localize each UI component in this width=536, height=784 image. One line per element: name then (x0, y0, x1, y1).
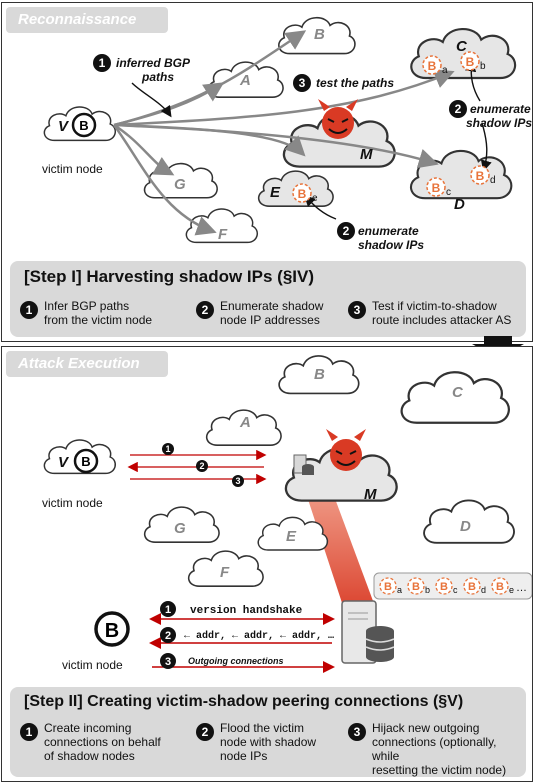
svg-text:B: B (314, 366, 325, 383)
svg-text:d: d (490, 175, 496, 186)
svg-text:…: … (516, 582, 527, 594)
message-version-handshake: version handshake (190, 605, 303, 617)
svg-text:3: 3 (299, 76, 306, 90)
svg-text:e: e (509, 585, 514, 595)
label-cloud-g: G (174, 176, 186, 193)
victim-bitcoin-icon (94, 611, 130, 647)
svg-text:B: B (496, 581, 504, 593)
label-cloud-f: F (218, 226, 228, 243)
svg-text:2: 2 (455, 102, 462, 116)
svg-text:1: 1 (165, 444, 170, 454)
cloud-d (409, 149, 513, 200)
message-addr: ← addr, ← addr, ← addr, … (184, 630, 334, 642)
svg-text:B: B (79, 118, 88, 133)
attacker-devil-icon (318, 99, 358, 139)
svg-text:B: B (466, 55, 475, 69)
svg-text:F: F (220, 564, 230, 581)
shadow-bitcoin-icon (426, 177, 446, 197)
annotation-enumerate-1: enumerate (470, 102, 531, 116)
svg-text:B: B (440, 581, 448, 593)
svg-text:C: C (452, 384, 464, 401)
annotation-enumerate-2: enumerate (358, 224, 419, 238)
svg-text:a: a (442, 65, 448, 76)
svg-text:paths: paths (141, 70, 174, 84)
svg-text:B: B (298, 187, 307, 201)
attack-diagram: B 1 2 3 B C A G E D F V M victim node (42, 355, 532, 673)
label-cloud-v: V (58, 118, 70, 135)
svg-text:B: B (468, 581, 476, 593)
svg-text:B: B (105, 620, 119, 642)
victim-node-label-top: victim node (42, 496, 103, 510)
svg-text:c: c (446, 187, 451, 198)
svg-text:3: 3 (235, 476, 240, 486)
svg-text:2: 2 (343, 224, 350, 238)
svg-text:B: B (428, 59, 437, 73)
svg-text:B: B (432, 181, 441, 195)
svg-text:A: A (239, 414, 251, 431)
attacker-server-icon (341, 600, 395, 664)
label-cloud-b: B (314, 26, 325, 43)
svg-text:1: 1 (165, 604, 171, 616)
label-cloud-c: C (456, 38, 468, 55)
message-outgoing: Outgoing connections (188, 656, 284, 666)
svg-text:e: e (312, 193, 318, 204)
attack-execution-panel: Attack Execution (1, 346, 533, 782)
svg-text:d: d (481, 585, 486, 595)
section-title-reconnaissance: Reconnaissance (6, 7, 168, 33)
svg-text:3: 3 (165, 656, 171, 668)
label-cloud-a: A (239, 72, 251, 89)
annotation-test-paths: test the paths (316, 76, 394, 90)
label-cloud-d: D (454, 196, 465, 213)
label-cloud-m: M (360, 146, 373, 163)
svg-text:G: G (174, 520, 186, 537)
svg-text:B: B (81, 454, 90, 469)
svg-text:2: 2 (199, 461, 204, 471)
reconnaissance-diagram: B B B B B B 1 3 2 2 B A C D E G (42, 16, 532, 252)
svg-text:B: B (412, 581, 420, 593)
victim-node-label: victim node (42, 162, 103, 176)
shadow-bitcoin-icon (422, 55, 442, 75)
svg-text:b: b (425, 585, 430, 595)
reconnaissance-panel: Reconnaissance (1, 2, 533, 342)
svg-text:E: E (286, 528, 297, 545)
shadow-bitcoin-icon (292, 183, 312, 203)
victim-node-label-bottom: victim node (62, 658, 123, 672)
label-cloud-e: E (270, 184, 281, 201)
shadow-bitcoin-icon (460, 51, 480, 71)
section-title-attack-execution: Attack Execution (6, 351, 168, 377)
svg-text:1: 1 (99, 56, 106, 70)
svg-text:D: D (460, 518, 471, 535)
svg-text:a: a (397, 585, 402, 595)
bitcoin-icon (71, 112, 97, 138)
svg-text:2: 2 (165, 630, 171, 642)
step-2-box: [Step II] Creating victim-shadow peering… (10, 687, 526, 777)
svg-text:M: M (364, 486, 377, 503)
shadow-bitcoin-icon (470, 165, 490, 185)
annotation-inferred-bgp: inferred BGP (116, 56, 191, 70)
svg-text:c: c (453, 585, 458, 595)
svg-text:B: B (384, 581, 392, 593)
step-2-title: [Step II] Creating victim-shadow peering… (24, 693, 464, 710)
step-1-title: [Step I] Harvesting shadow IPs (§IV) (24, 267, 315, 286)
svg-text:B: B (476, 169, 485, 183)
step-1-box: [Step I] Harvesting shadow IPs (§IV) 1 I… (10, 261, 526, 337)
svg-text:shadow IPs: shadow IPs (466, 116, 532, 130)
svg-text:shadow IPs: shadow IPs (358, 238, 424, 252)
svg-text:b: b (480, 61, 486, 72)
svg-text:V: V (58, 454, 70, 471)
